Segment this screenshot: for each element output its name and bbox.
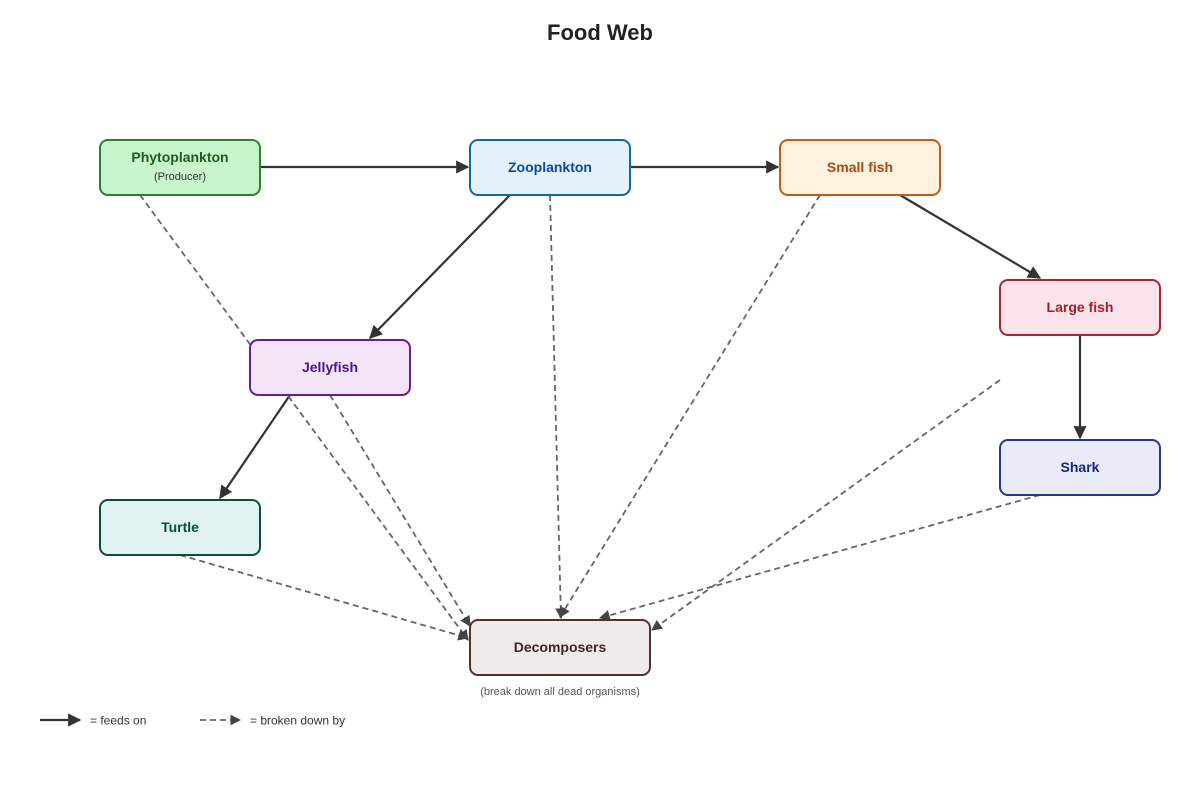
node-zooplankton: Zooplankton bbox=[469, 139, 631, 196]
edge-shark-to-decomposers bbox=[598, 494, 1041, 621]
edge-jellyfish-to-decomposers bbox=[329, 394, 471, 627]
edge-zooplankton-to-jellyfish bbox=[369, 194, 511, 339]
edge-large-fish-to-decomposers bbox=[651, 379, 1001, 631]
node-label: Turtle bbox=[161, 519, 199, 535]
edge-small-fish-to-large-fish bbox=[899, 194, 1042, 279]
edge-zooplankton-to-decomposers bbox=[549, 194, 567, 620]
diagram-title: Food Web bbox=[547, 20, 653, 45]
edge-jellyfish-to-turtle bbox=[219, 394, 291, 500]
edge-turtle-to-decomposers bbox=[179, 554, 470, 641]
node-label: Decomposers bbox=[514, 639, 607, 655]
node-large-fish: Large fish bbox=[999, 279, 1161, 336]
node-box bbox=[999, 279, 1161, 336]
node-jellyfish: Jellyfish bbox=[249, 339, 411, 396]
edge-small-fish-to-decomposers bbox=[559, 194, 821, 618]
node-turtle: Turtle bbox=[99, 499, 261, 556]
legend-feeds-on-label: = feeds on bbox=[90, 714, 146, 728]
node-box bbox=[779, 139, 941, 196]
node-shark: Shark bbox=[999, 439, 1161, 496]
feeds-on-edges bbox=[219, 160, 1087, 500]
node-sublabel: (Producer) bbox=[154, 171, 206, 183]
node-small-fish: Small fish bbox=[779, 139, 941, 196]
node-label: Large fish bbox=[1047, 299, 1114, 315]
node-box bbox=[99, 499, 261, 556]
node-phytoplankton: Phytoplankton (Producer) bbox=[99, 139, 261, 196]
node-box bbox=[469, 619, 651, 676]
legend-broken-down-by-label: = broken down by bbox=[250, 714, 345, 728]
decomposers-note: (break down all dead organisms) bbox=[480, 686, 640, 698]
node-box bbox=[469, 139, 631, 196]
edge-phytoplankton-to-decomposers bbox=[139, 194, 469, 641]
broken-down-by-edges bbox=[139, 194, 1041, 641]
node-label: Shark bbox=[1061, 459, 1100, 475]
node-label: Jellyfish bbox=[302, 359, 358, 375]
legend: = feeds on = broken down by bbox=[40, 713, 345, 728]
node-box bbox=[249, 339, 411, 396]
node-box bbox=[999, 439, 1161, 496]
node-box bbox=[99, 139, 261, 196]
node-decomposers: Decomposers bbox=[469, 619, 651, 676]
node-label: Zooplankton bbox=[508, 159, 592, 175]
node-label: Phytoplankton bbox=[131, 149, 228, 165]
node-label: Small fish bbox=[827, 159, 893, 175]
